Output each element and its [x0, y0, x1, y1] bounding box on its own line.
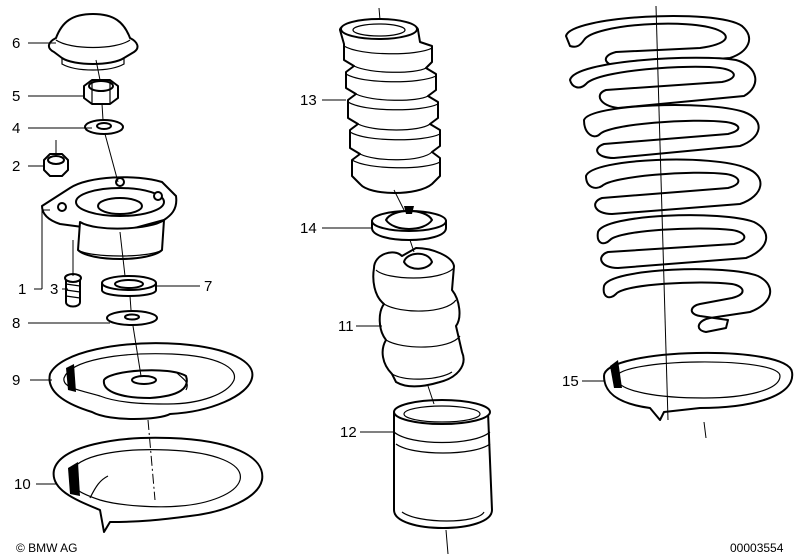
part-15-spring-seat — [603, 351, 794, 421]
callout-14: 14 — [300, 220, 317, 237]
callout-6: 6 — [12, 35, 20, 52]
part-7-bump-ring — [101, 275, 157, 297]
part-9-upper-spring-pad — [48, 342, 254, 420]
part-8-washer — [106, 310, 158, 326]
part-1-strut-mount — [41, 176, 178, 260]
callout-5: 5 — [12, 88, 20, 105]
part-4-washer — [84, 119, 124, 135]
part-13-dust-boot — [339, 18, 441, 194]
callout-15: 15 — [562, 373, 579, 390]
callout-10: 10 — [14, 476, 31, 493]
left-assembly-axis — [72, 59, 156, 501]
callout-3: 3 — [50, 281, 58, 298]
part-11-bump-stop — [372, 247, 465, 388]
callout-11: 11 — [338, 318, 354, 335]
part-5-hex-nut — [83, 79, 119, 105]
callout-13: 13 — [300, 92, 317, 109]
callout-2: 2 — [12, 158, 20, 175]
callout-9: 9 — [12, 372, 20, 389]
copyright-text: © BMW AG — [16, 541, 78, 555]
part-14-seat-ring — [371, 206, 447, 241]
right-assembly-axis — [655, 5, 707, 439]
callout-4: 4 — [12, 120, 20, 137]
part-2-nut — [43, 140, 69, 177]
leader-lines — [28, 42, 604, 485]
callout-7: 7 — [204, 278, 212, 295]
part-15-coil-spring — [565, 14, 772, 333]
part-3-bolt — [64, 273, 82, 308]
part-10-lower-spring-pad — [52, 436, 264, 533]
part-12-protective-tube — [393, 399, 493, 529]
diagram-number: 00003554 — [730, 541, 784, 555]
part-6-strut-cap — [48, 13, 139, 71]
callout-8: 8 — [12, 315, 20, 332]
callout-labels: 6 5 4 2 1 3 7 8 9 10 13 14 11 12 15 — [12, 35, 579, 493]
callout-1: 1 — [18, 281, 26, 298]
callout-12: 12 — [340, 424, 357, 441]
middle-assembly-axis — [378, 7, 449, 555]
